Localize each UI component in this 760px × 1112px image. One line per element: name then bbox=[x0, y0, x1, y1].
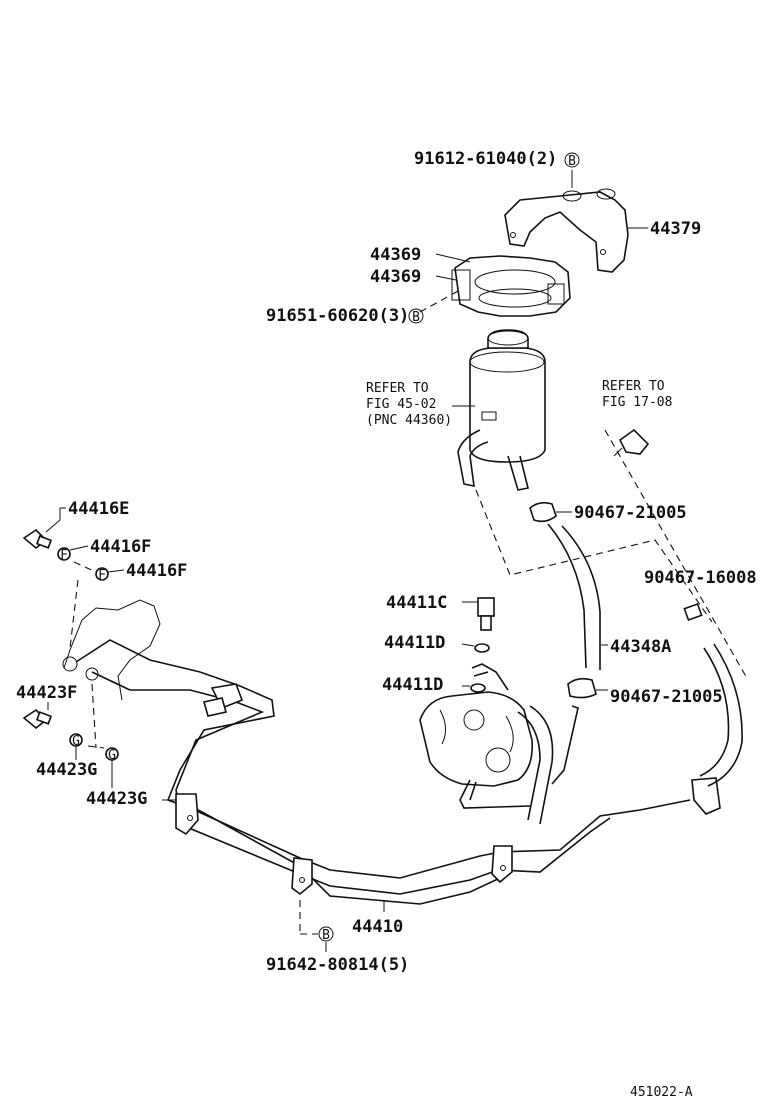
label-44379: 44379 bbox=[650, 219, 701, 239]
clamp-band-44369-drawing bbox=[451, 255, 571, 317]
reservoir-drawing bbox=[457, 329, 546, 491]
marker-f-a: F bbox=[60, 548, 68, 563]
hose-clamp-upper-drawing bbox=[529, 501, 572, 523]
label-fig-45-02: FIG 45-02 bbox=[366, 397, 436, 412]
label-44410: 44410 bbox=[352, 917, 403, 937]
label-44411D-upper: 44411D bbox=[384, 633, 445, 653]
label-91642-80814: 91642-80814(5) bbox=[266, 955, 409, 975]
gasket-44411D-lower-drawing bbox=[470, 683, 486, 693]
label-44369-lower: 44369 bbox=[370, 267, 421, 287]
power-steering-pump-drawing bbox=[419, 691, 554, 825]
label-fig-17-08: FIG 17-08 bbox=[602, 395, 672, 410]
bolt-44416E-drawing bbox=[22, 528, 53, 550]
svg-text:B: B bbox=[412, 310, 420, 325]
figure-code: 451022-A bbox=[630, 1085, 693, 1100]
bracket-44379-drawing bbox=[504, 188, 629, 273]
label-44423G-b: 44423G bbox=[86, 789, 147, 809]
label-91651-60620: 91651-60620(3) bbox=[266, 306, 409, 326]
label-refer-to-a: REFER TO bbox=[366, 381, 429, 396]
right-hose-drawing bbox=[699, 643, 743, 787]
label-44423G-a: 44423G bbox=[36, 760, 97, 780]
label-44416F-a: 44416F bbox=[90, 537, 151, 557]
label-44416E: 44416E bbox=[68, 499, 129, 519]
label-91612-61040: 91612-61040(2) bbox=[414, 149, 557, 169]
label-90467-21005-lower: 90467-21005 bbox=[610, 687, 723, 707]
gasket-44416F-b-drawing: F bbox=[95, 567, 109, 583]
gasket-44416F-a-drawing: F bbox=[57, 547, 71, 563]
pressure-tube-assembly-44410-drawing bbox=[75, 639, 691, 905]
label-44348A: 44348A bbox=[610, 637, 671, 657]
label-90467-21005-upper: 90467-21005 bbox=[574, 503, 687, 523]
svg-text:B: B bbox=[568, 154, 576, 169]
label-refer-to-b: REFER TO bbox=[602, 379, 665, 394]
union-fitting-44411C-drawing bbox=[477, 597, 495, 631]
marker-b-91612: B bbox=[564, 152, 580, 169]
marker-f-b: F bbox=[98, 568, 106, 583]
label-44416F-b: 44416F bbox=[126, 561, 187, 581]
clamp-16008-drawing bbox=[683, 602, 703, 622]
gasket-44423G-a-drawing: G bbox=[69, 733, 83, 749]
label-44411C: 44411C bbox=[386, 593, 447, 613]
marker-g-a: G bbox=[72, 734, 80, 749]
label-90467-16008: 90467-16008 bbox=[644, 568, 757, 588]
svg-text:B: B bbox=[322, 928, 330, 943]
gasket-44423G-b-drawing: G bbox=[105, 747, 119, 763]
marker-b-91642: B bbox=[318, 926, 334, 943]
gasket-44411D-upper-drawing bbox=[474, 643, 490, 653]
marker-b-91651: B bbox=[408, 308, 424, 325]
hose-clamp-lower-drawing bbox=[567, 677, 608, 699]
marker-g-b: G bbox=[108, 748, 116, 763]
hose-clip-ref-drawing bbox=[613, 428, 650, 457]
label-44423F: 44423F bbox=[16, 683, 77, 703]
label-pnc-44360: (PNC 44360) bbox=[366, 413, 452, 428]
steering-gear-outline-drawing bbox=[62, 599, 161, 701]
bolt-44423F-drawing bbox=[22, 708, 53, 730]
return-hose-44348A-drawing bbox=[547, 523, 601, 670]
label-44369-upper: 44369 bbox=[370, 245, 421, 265]
label-44411D-lower: 44411D bbox=[382, 675, 443, 695]
